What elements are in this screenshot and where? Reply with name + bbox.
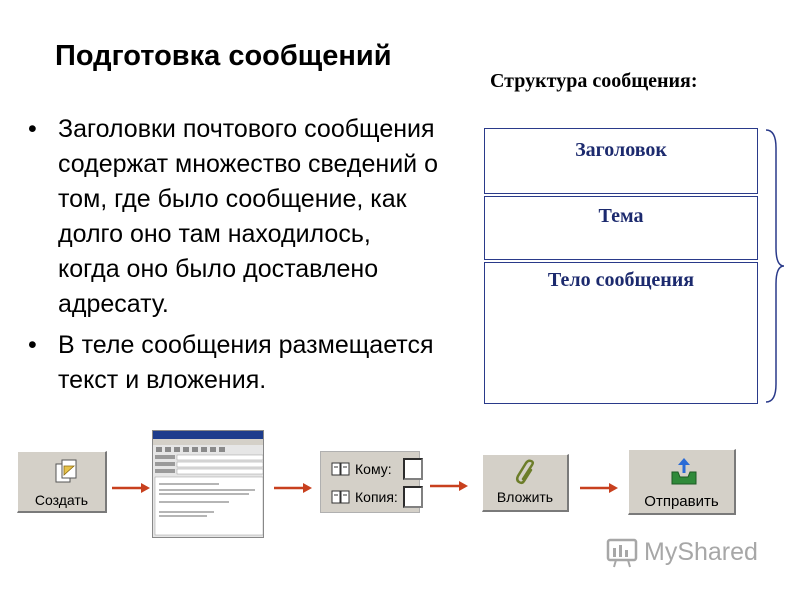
new-message-window-thumbnail: [152, 430, 264, 538]
send-icon: [671, 458, 697, 485]
structure-body-label: Тело сообщения: [547, 269, 695, 291]
to-field[interactable]: [403, 458, 423, 480]
cc-field[interactable]: [403, 486, 423, 508]
to-row[interactable]: Кому:: [331, 458, 392, 480]
myshared-logo-icon: [606, 538, 638, 568]
send-button-label: Отправить: [644, 493, 719, 510]
cc-label: Копия:: [355, 489, 398, 505]
send-button[interactable]: Отправить: [628, 449, 736, 515]
flow-arrow-icon: [580, 483, 618, 493]
bullet-text: Заголовки почтового сообщения содержат м…: [58, 115, 438, 318]
address-book-icon: [331, 490, 350, 504]
attach-button[interactable]: Вложить: [482, 454, 569, 512]
create-button[interactable]: Создать: [17, 451, 107, 513]
message-window-thumbnail-icon: [153, 431, 263, 536]
attach-button-label: Вложить: [496, 489, 554, 505]
flow-arrow-icon: [112, 483, 150, 493]
flow-arrow-icon: [274, 483, 312, 493]
bullet-item: • Заголовки почтового сообщения содержат…: [28, 112, 438, 322]
structure-subject-label: Тема: [598, 205, 644, 227]
structure-header-box: Заголовок: [484, 128, 758, 194]
paperclip-icon: [515, 459, 535, 485]
bullet-marker: •: [28, 331, 37, 359]
cc-row[interactable]: Копия:: [331, 486, 398, 508]
structure-subject-box: Тема: [484, 196, 758, 260]
slide-title: Подготовка сообщений: [55, 40, 392, 72]
bullet-text: В теле сообщения размещается текст и вло…: [58, 331, 434, 394]
bullet-marker: •: [28, 115, 37, 143]
create-button-label: Создать: [34, 492, 89, 508]
new-message-icon: [55, 459, 77, 483]
bullet-list: • Заголовки почтового сообщения содержат…: [28, 112, 438, 398]
flow-arrow-icon: [430, 481, 468, 491]
structure-header-label: Заголовок: [575, 139, 667, 161]
bullet-item: • В теле сообщения размещается текст и в…: [28, 328, 438, 398]
address-panel: Кому: Копия:: [320, 451, 423, 513]
brand-watermark: MyShared: [606, 536, 758, 568]
brand-name: MyShared: [644, 537, 758, 566]
to-label: Кому:: [355, 461, 392, 477]
address-book-icon: [331, 462, 350, 476]
structure-title: Структура сообщения:: [490, 70, 698, 92]
curly-brace: [765, 129, 785, 403]
structure-body-box: Тело сообщения: [484, 262, 758, 404]
